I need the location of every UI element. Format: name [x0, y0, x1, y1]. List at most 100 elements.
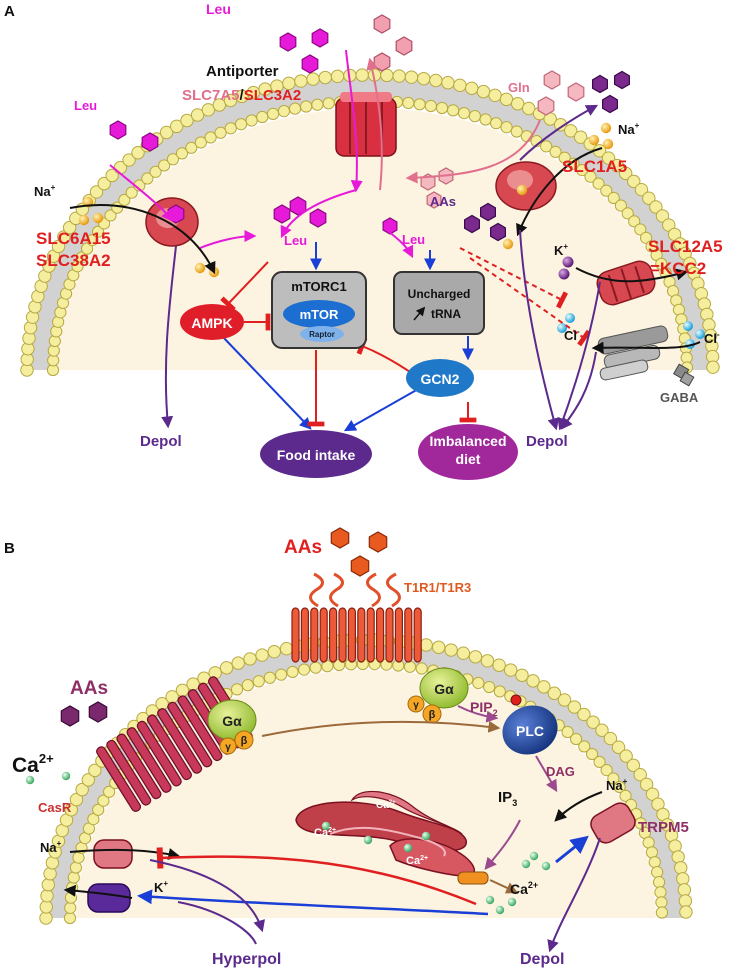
aa-molecule	[480, 202, 496, 222]
receptor-helix	[329, 607, 338, 663]
ca-ion	[403, 843, 413, 853]
lipid-head	[515, 668, 529, 682]
lipid-head	[64, 891, 78, 904]
lipid-head	[578, 740, 591, 753]
ion-balls-b	[25, 771, 551, 915]
lipid-head	[706, 360, 720, 374]
lipid-head	[180, 113, 194, 128]
trna-label: tRNA	[431, 307, 461, 321]
panel-b: B Gα γ β Gα γ	[4, 527, 693, 968]
cl-text: Cl	[704, 331, 717, 346]
lipid-head	[678, 894, 693, 908]
lipid-head	[456, 646, 471, 660]
ip-sub: 3	[512, 798, 517, 808]
lipid-head	[318, 70, 332, 85]
lipid-head	[603, 731, 618, 746]
lipid-head	[567, 700, 582, 714]
arrows-b	[63, 705, 603, 953]
food-intake-node: Food intake	[260, 430, 372, 478]
na-channel-left-b	[93, 839, 133, 869]
na-ion	[92, 212, 104, 224]
lipid-head	[446, 104, 460, 117]
lipid-head	[676, 872, 690, 886]
diet-label: diet	[456, 451, 481, 467]
aa-molecule	[350, 555, 370, 577]
gln-label: Gln	[508, 80, 530, 95]
na-label-a-left: Na+	[34, 183, 56, 199]
cl-sup: -	[717, 330, 720, 339]
lipid-head	[488, 88, 502, 103]
lipid-head	[655, 209, 670, 223]
k-text: K	[154, 880, 164, 895]
lipid-head	[309, 661, 322, 674]
gln-molecule	[426, 191, 442, 209]
ca-ion	[421, 831, 431, 841]
lipid-head	[256, 110, 269, 124]
na-text: Na	[40, 840, 57, 855]
ip-text: IP	[498, 789, 512, 806]
pip2-label: PIP2	[470, 699, 498, 718]
lipid-head	[480, 654, 495, 668]
lipid-head	[62, 220, 77, 235]
receptor-helix	[394, 607, 403, 663]
antiporter-label: Antiporter	[206, 63, 279, 80]
ca-ion	[507, 897, 517, 907]
lipid-head	[159, 125, 174, 140]
lipid-head	[558, 151, 571, 164]
cl-ion	[695, 329, 705, 339]
lipid-head	[97, 176, 111, 191]
lipid-head	[549, 145, 562, 158]
lipid-head	[43, 867, 57, 881]
lipid-head	[601, 151, 616, 165]
trpm5-label: TRPM5	[638, 819, 689, 836]
ca-text: Ca	[510, 881, 528, 897]
lipid-head	[40, 889, 54, 903]
lipid-head	[88, 763, 102, 778]
lipid-head	[149, 165, 162, 178]
receptor-helix	[347, 607, 356, 663]
lipid-head	[444, 643, 458, 657]
ampk-label: AMPK	[191, 315, 232, 331]
t1r1-t1r3-receptor	[291, 572, 422, 663]
lipid-head	[586, 715, 600, 729]
lipid-head	[413, 98, 426, 111]
gln-molecule	[537, 96, 555, 116]
lipid-head	[190, 108, 205, 122]
antiporter-name: SLC7A5/SLC3A2	[182, 87, 301, 104]
lipid-head	[503, 663, 518, 677]
lipid-head	[166, 153, 180, 166]
casr-label: CasR	[38, 800, 72, 815]
slc6a15-label: SLC6A15	[36, 229, 111, 248]
lipid-head	[511, 97, 525, 111]
receptor-helix	[310, 607, 319, 663]
receptor-helix	[385, 607, 394, 663]
lipid-head	[415, 662, 428, 675]
lipid-head	[75, 782, 89, 797]
aa-molecule	[368, 531, 388, 553]
leu-molecule	[373, 14, 391, 34]
lipid-head	[639, 777, 654, 792]
galpha-label-left: Gα	[222, 713, 242, 729]
leu-molecules-a	[109, 14, 631, 242]
lipid-head	[63, 911, 77, 925]
ca-ion	[541, 861, 551, 871]
lipid-head	[67, 871, 80, 884]
receptor-helix	[291, 607, 300, 663]
lipid-head	[522, 101, 536, 116]
lipid-head	[476, 84, 491, 99]
lipid-head	[654, 886, 667, 899]
lipid-head	[627, 174, 641, 189]
lipid-head	[619, 749, 633, 763]
receptor-helix	[300, 607, 309, 663]
kcc2-label: =KCC2	[650, 259, 706, 278]
aa-molecule	[591, 74, 609, 94]
lipid-head	[403, 660, 417, 673]
ca-sup: 2+	[389, 800, 396, 806]
lipid-head	[567, 157, 580, 170]
k-label-b: K+	[154, 879, 168, 895]
depol-label-left: Depol	[140, 433, 182, 450]
lipid-head	[103, 785, 116, 798]
ca-text: Ca	[406, 855, 421, 867]
slc38a2-label: SLC38A2	[36, 251, 111, 270]
lipid-head	[306, 72, 320, 86]
